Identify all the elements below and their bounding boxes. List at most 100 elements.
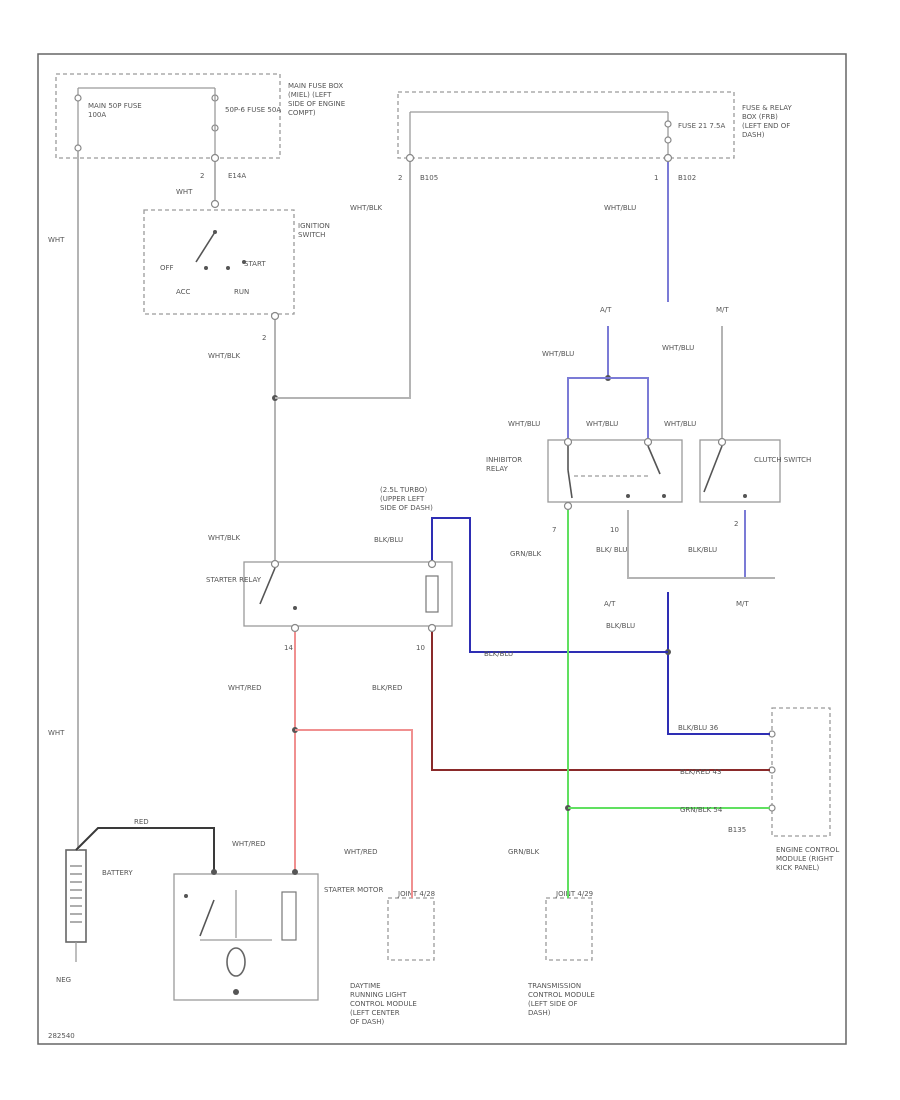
starter-relay-pin-10 bbox=[427, 623, 437, 633]
starter-relay-pin-top-right bbox=[427, 559, 437, 569]
main-fuse-terminal-top bbox=[74, 94, 82, 102]
diagram-frame bbox=[37, 53, 847, 1045]
wire-label-wht-blk-mid: WHT/BLK bbox=[208, 352, 241, 360]
wire-label-wht-blu-inh1: WHT/BLU bbox=[508, 420, 540, 428]
wire-label-wht-blu-clutch: WHT/BLU bbox=[664, 420, 696, 428]
dash-fuse-box-connector-left bbox=[405, 153, 415, 163]
wire-label-wht-blu-at: WHT/BLU bbox=[542, 350, 574, 358]
wire-red-battery-starter bbox=[75, 827, 215, 872]
wire-label-blk-red-relay: BLK/RED bbox=[372, 684, 402, 692]
starter-relay-box bbox=[243, 561, 453, 627]
clutch-switch-box bbox=[699, 439, 781, 503]
diagram-footer-code: 282540 bbox=[48, 1032, 75, 1040]
wire-blk-blu-inh bbox=[627, 510, 668, 579]
wire-label-grn-blk-tcm: GRN/BLK bbox=[508, 848, 540, 856]
wire-label-wht-red-starter: WHT/RED bbox=[232, 840, 266, 848]
ignition-switch-arm bbox=[195, 231, 216, 263]
ecm-box bbox=[771, 707, 831, 837]
starter-motor-title: STARTER MOTOR bbox=[324, 886, 383, 894]
battery-title: BATTERY bbox=[102, 869, 133, 877]
battery-cells bbox=[70, 865, 82, 923]
wire-label-blk-red-ecm-pin: BLK/RED 43 bbox=[680, 768, 721, 776]
wire-blk-red-ecm bbox=[431, 632, 770, 771]
wire-blk-blu-relay bbox=[431, 517, 668, 653]
tcm-module-box bbox=[545, 897, 593, 961]
ignition-pin-bottom-label: 2 bbox=[262, 334, 266, 342]
ignition-pin-bottom bbox=[270, 311, 280, 321]
clutch-pin-label: 2 bbox=[734, 520, 738, 528]
wire-label-grn-blk-ecm-pin: GRN/BLK 54 bbox=[680, 806, 723, 814]
ignition-start-label: START bbox=[244, 260, 266, 268]
wire-blk-blu-ecm bbox=[667, 592, 770, 735]
dash-fuse-relay-box bbox=[397, 91, 735, 159]
inhibitor-pin-left bbox=[563, 437, 573, 447]
wire-wht-red-drl bbox=[295, 729, 413, 898]
clutch-switch-title: CLUTCH SWITCH bbox=[754, 456, 811, 464]
wire-label-blk-blu-ecm: BLK/BLU bbox=[606, 622, 635, 630]
dash-fuse-label: FUSE 21 7.5A bbox=[678, 122, 726, 130]
wire-label-wht-blu-mt: WHT/BLU bbox=[662, 344, 694, 352]
starter-solenoid bbox=[281, 891, 297, 941]
wire-label-wht-blu-top: WHT/BLU bbox=[604, 204, 636, 212]
dash-fuse-terminal-top bbox=[664, 120, 672, 128]
wire-wht-blk-dash bbox=[275, 162, 411, 399]
label-at-bottom: A/T bbox=[604, 600, 616, 608]
inhibitor-pin-right bbox=[643, 437, 653, 447]
wire-label-wht-red-relay: WHT/RED bbox=[228, 684, 262, 692]
wire-label-wht-top: WHT bbox=[48, 236, 65, 244]
starter-motor-armature bbox=[226, 947, 246, 977]
wire-label-wht-bottom: WHT bbox=[48, 729, 65, 737]
dash-fuse-pin-left: 2 bbox=[398, 174, 402, 182]
wire-label-wht-blk-top: WHT/BLK bbox=[350, 204, 383, 212]
battery-body bbox=[65, 849, 87, 943]
inhibitor-pin-10-label: 10 bbox=[610, 526, 619, 534]
wire-label-wht-red-drl: WHT/RED bbox=[344, 848, 378, 856]
main-fuse-box bbox=[55, 73, 281, 159]
dash-fuse-box-connector-right bbox=[663, 153, 673, 163]
wire-label-wht-blu-inh2: WHT/BLU bbox=[586, 420, 618, 428]
wire-label-wht-ign: WHT bbox=[176, 188, 193, 196]
dash-fuse-terminal-bottom bbox=[664, 136, 672, 144]
wire-label-wht-blk-relay: WHT/BLK bbox=[208, 534, 241, 542]
label-at-top: A/T bbox=[600, 306, 612, 314]
wire-label-blk-blu-clutch: BLK/BLU bbox=[688, 546, 717, 554]
starter-relay-pin-14-label: 14 bbox=[284, 644, 293, 652]
ignition-acc-label: ACC bbox=[176, 288, 191, 296]
wire-label-red: RED bbox=[134, 818, 149, 826]
main-fuse-box-connector bbox=[210, 153, 220, 163]
main-fuse-terminal-bottom bbox=[74, 144, 82, 152]
inhibitor-pin-7-label: 7 bbox=[552, 526, 556, 534]
starter-relay-pin-top-left bbox=[270, 559, 280, 569]
dash-fuse-conn-left: B105 bbox=[420, 174, 438, 182]
ignition-off-label: OFF bbox=[160, 264, 174, 272]
label-mt-bottom: M/T bbox=[736, 600, 749, 608]
ignition-pin-top bbox=[210, 199, 220, 209]
starter-relay-coil bbox=[425, 575, 439, 613]
inhibitor-pin-7 bbox=[563, 501, 573, 511]
wire-label-grn-blk-inh: GRN/BLK bbox=[510, 550, 542, 558]
dash-fuse-conn-right: B102 bbox=[678, 174, 696, 182]
ignition-run-label: RUN bbox=[234, 288, 249, 296]
drl-module-box bbox=[387, 897, 435, 961]
main-fuse-box-conn-label: E14A bbox=[228, 172, 246, 180]
wire-label-blk-blu-ecm-pin: BLK/BLU 36 bbox=[678, 724, 719, 732]
starter-relay-title: STARTER RELAY bbox=[206, 576, 262, 584]
wire-label-blk-blu-mid: BLK/BLU bbox=[484, 650, 513, 658]
clutch-pin-top bbox=[717, 437, 727, 447]
ignition-switch-box bbox=[143, 209, 295, 315]
battery-ground-label: NEG bbox=[56, 976, 71, 984]
inhibitor-relay-box bbox=[547, 439, 683, 503]
starter-relay-pin-14 bbox=[290, 623, 300, 633]
label-mt-top: M/T bbox=[716, 306, 729, 314]
sub-fuse-label: 50P-6 FUSE 50A bbox=[225, 106, 281, 114]
wire-label-blk-blu-relay: BLK/BLU bbox=[374, 536, 403, 544]
starter-relay-pin-10-label: 10 bbox=[416, 644, 425, 652]
